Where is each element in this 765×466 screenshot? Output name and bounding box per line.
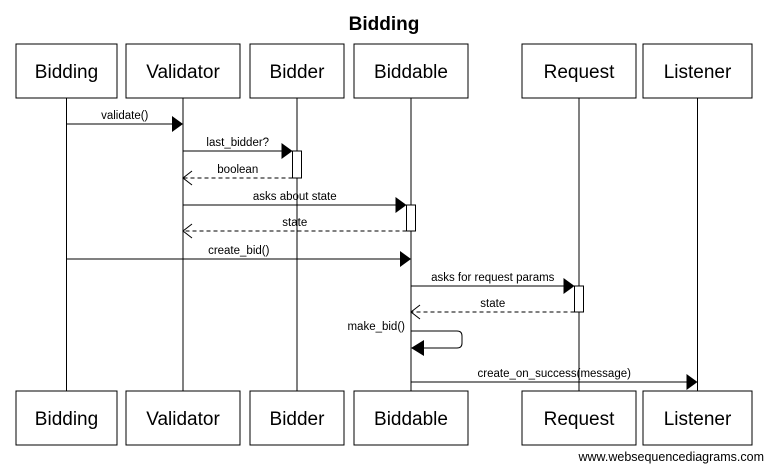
message-7: asks for request params: [411, 272, 575, 294]
message-label: last_bidder?: [206, 137, 269, 149]
arrowhead: [182, 223, 193, 239]
participant-label: Listener: [664, 409, 732, 430]
message-label: boolean: [217, 164, 258, 176]
participant-validator-top: Validator: [125, 43, 241, 99]
message-8: state: [410, 298, 575, 320]
message-1: validate(): [66, 110, 183, 132]
participant-label: Validator: [146, 409, 220, 430]
diagram-title: Bidding: [349, 14, 420, 35]
participant-box: [15, 43, 118, 99]
participant-label: Bidding: [35, 409, 98, 430]
participant-label: Biddable: [374, 62, 448, 83]
participant-label: Bidder: [270, 62, 326, 83]
participant-bidder-top: Bidder: [249, 43, 345, 99]
participant-box: [521, 43, 637, 99]
message-label: create_on_success(message): [478, 368, 632, 380]
participant-biddable-top: Biddable: [353, 43, 469, 99]
participant-listener-bottom: Listener: [642, 390, 753, 446]
message-5: state: [182, 217, 407, 239]
message-line: [411, 330, 463, 349]
participant-label: Bidding: [35, 62, 98, 83]
lifelines: [66, 98, 698, 391]
participant-request-bottom: Request: [521, 390, 637, 446]
message-3: boolean: [182, 164, 293, 186]
participant-biddable-bottom: Biddable: [353, 390, 469, 446]
messages: validate() last_bidder?boolean asks about …: [66, 110, 698, 390]
arrowhead: [395, 197, 407, 213]
participant-bidding-top: Bidding: [15, 43, 118, 99]
arrowhead: [172, 116, 183, 132]
activation-bars: [292, 150, 584, 313]
arrowhead: [411, 340, 424, 356]
participant-request-top: Request: [521, 43, 637, 99]
arrowhead: [281, 143, 293, 159]
message-label: asks for request params: [431, 272, 555, 284]
activation-bar-request: [574, 285, 584, 313]
participant-label: Biddable: [374, 409, 448, 430]
participant-box: [125, 43, 241, 99]
message-4: asks about state: [183, 191, 407, 213]
participant-label: Listener: [664, 62, 732, 83]
arrowhead: [400, 251, 411, 267]
participant-box: [125, 390, 241, 446]
participant-box: [249, 43, 345, 99]
participant-bidder-bottom: Bidder: [249, 390, 345, 446]
participant-box: [353, 43, 469, 99]
arrowhead: [410, 304, 421, 320]
participant-box: [521, 390, 637, 446]
participant-bidding-bottom: Bidding: [15, 390, 118, 446]
participant-label: Request: [544, 409, 615, 430]
message-9: make_bid(): [347, 321, 463, 356]
participant-box: [642, 43, 753, 99]
participant-box: [15, 390, 118, 446]
participant-box: [249, 390, 345, 446]
message-2: last_bidder?: [183, 137, 293, 159]
footer-attribution: www.websequencediagrams.com: [577, 450, 764, 464]
message-6: create_bid(): [66, 245, 411, 267]
participant-label: Bidder: [270, 409, 326, 430]
message-label: create_bid(): [208, 245, 270, 257]
message-label: asks about state: [253, 191, 337, 203]
participant-label: Request: [544, 62, 615, 83]
participant-validator-bottom: Validator: [125, 390, 241, 446]
arrowhead: [563, 278, 575, 294]
message-label: validate(): [101, 110, 148, 122]
activation-bar-biddable: [406, 204, 416, 232]
participant-label: Validator: [146, 62, 220, 83]
participant-box: [642, 390, 753, 446]
message-10: create_on_success(message): [411, 368, 698, 390]
message-label: make_bid(): [347, 321, 405, 333]
participant-listener-top: Listener: [642, 43, 753, 99]
activation-bar-bidder: [292, 150, 302, 179]
participant-box: [353, 390, 469, 446]
participant-boxes: BiddingBiddingValidatorValidatorBidderBi…: [15, 43, 753, 446]
message-label: state: [480, 298, 505, 310]
arrowhead: [182, 170, 193, 186]
message-label: state: [282, 217, 307, 229]
arrowhead: [686, 374, 698, 390]
